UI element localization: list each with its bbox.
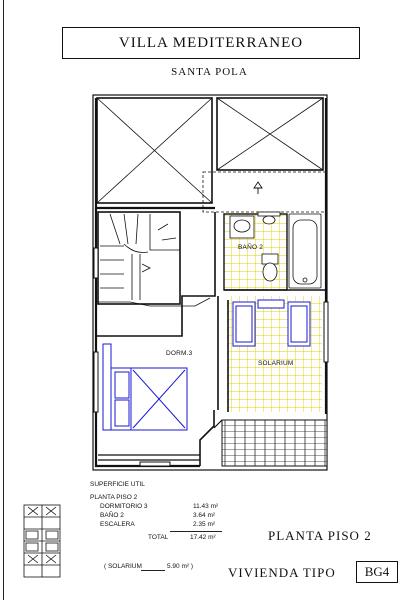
dwelling-type-code: BG4 bbox=[364, 564, 390, 579]
summary-row-value: 2.35 m² bbox=[193, 521, 216, 528]
solarium-rule bbox=[141, 570, 165, 571]
void-patios bbox=[96, 97, 324, 204]
roof-tiles bbox=[221, 419, 328, 467]
bathroom-fixtures bbox=[223, 211, 322, 291]
summary-total-label: TOTAL bbox=[148, 534, 169, 541]
summary-row-name: DORMITORIO 3 bbox=[100, 503, 148, 510]
summary-solarium-label: ( SOLARIUM bbox=[104, 563, 142, 570]
project-title: VILLA MEDITERRANEO bbox=[118, 34, 304, 51]
interior-walls bbox=[97, 212, 326, 466]
staircase bbox=[97, 211, 211, 307]
key-plan-thumbnail bbox=[23, 504, 61, 578]
room-label-bedroom: DORM.3 bbox=[166, 350, 193, 357]
room-label-bathroom: BAÑO 2 bbox=[238, 244, 264, 251]
summary-row-value: 3.64 m² bbox=[193, 512, 216, 519]
floor-name: PLANTA PISO 2 bbox=[268, 528, 372, 543]
sun-loungers bbox=[232, 299, 311, 347]
sheet-border bbox=[3, 0, 4, 600]
project-location: SANTA POLA bbox=[171, 66, 248, 78]
total-rule bbox=[170, 531, 222, 532]
upper-terrace bbox=[202, 171, 327, 213]
windows bbox=[93, 247, 329, 467]
dwelling-type-box: BG4 bbox=[356, 561, 398, 583]
room-label-solarium: SOLARIUM bbox=[258, 360, 294, 367]
roof-edge bbox=[98, 419, 223, 461]
summary-floor: PLANTA PISO 2 bbox=[90, 494, 138, 501]
summary-row-name: BAÑO 2 bbox=[100, 512, 124, 519]
summary-row-name: ESCALERA bbox=[100, 521, 135, 528]
summary-total-value: 17.42 m² bbox=[190, 534, 216, 541]
summary-heading: SUPERFICIE UTIL bbox=[90, 481, 145, 488]
summary-solarium-value: 5.90 m² ) bbox=[167, 563, 194, 570]
double-bed bbox=[102, 343, 188, 431]
title-box: VILLA MEDITERRANEO bbox=[62, 27, 360, 59]
summary-row-value: 11.43 m² bbox=[193, 503, 219, 510]
dwelling-type-label: VIVIENDA TIPO bbox=[228, 565, 336, 580]
